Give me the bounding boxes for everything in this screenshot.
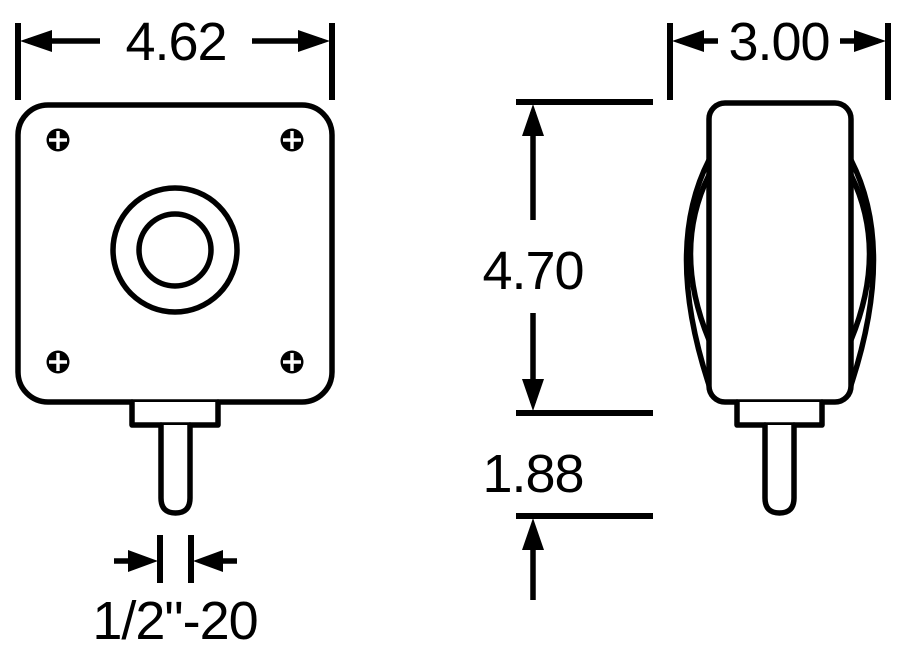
dimension-depth-3-00: 3.00 xyxy=(667,12,891,100)
side-bulge-left-outer xyxy=(683,157,712,388)
arrow-head-right xyxy=(854,30,886,52)
dimension-width-4-62: 4.62 xyxy=(15,12,335,100)
arrow-head-bottom xyxy=(522,379,544,411)
side-bulge-right-outer xyxy=(848,157,877,388)
stem-boss-block xyxy=(129,399,221,428)
screw-bottom-left xyxy=(46,350,70,374)
arrow-head-left xyxy=(672,30,704,52)
side-view: 3.00 4.70 1.88 xyxy=(482,12,891,600)
dimension-thread-spec: 1/2"-20 xyxy=(92,535,259,651)
dimension-label-depth: 3.00 xyxy=(728,12,829,72)
arrow-head-left xyxy=(20,30,52,52)
dimension-height-4-70: 4.70 xyxy=(482,99,653,416)
arrow-head-left xyxy=(128,550,158,572)
dimension-label-width: 4.62 xyxy=(125,12,226,72)
threaded-shaft xyxy=(762,422,797,516)
arrow-head-right xyxy=(193,550,223,572)
side-bulge-right-inner xyxy=(848,172,873,343)
dimension-label-stem: 1.88 xyxy=(482,444,583,504)
side-body xyxy=(706,100,854,405)
arrow-head-up xyxy=(522,518,544,550)
dimension-label-height: 4.70 xyxy=(482,241,583,301)
side-bulge-left-inner xyxy=(687,172,712,343)
dimension-label-thread: 1/2"-20 xyxy=(92,591,257,651)
threaded-shaft xyxy=(158,422,193,516)
arrow-head-top xyxy=(522,104,544,136)
stem-boss-block xyxy=(734,399,825,428)
screw-top-left xyxy=(46,128,70,152)
front-view: 4.62 xyxy=(15,12,335,651)
screw-top-right xyxy=(280,128,304,152)
dimension-stem-1-88: 1.88 xyxy=(482,444,653,600)
bore-outer-circle xyxy=(110,185,240,315)
bore-inner-circle xyxy=(136,211,214,289)
screw-bottom-right xyxy=(280,350,304,374)
arrow-head-right xyxy=(298,30,330,52)
